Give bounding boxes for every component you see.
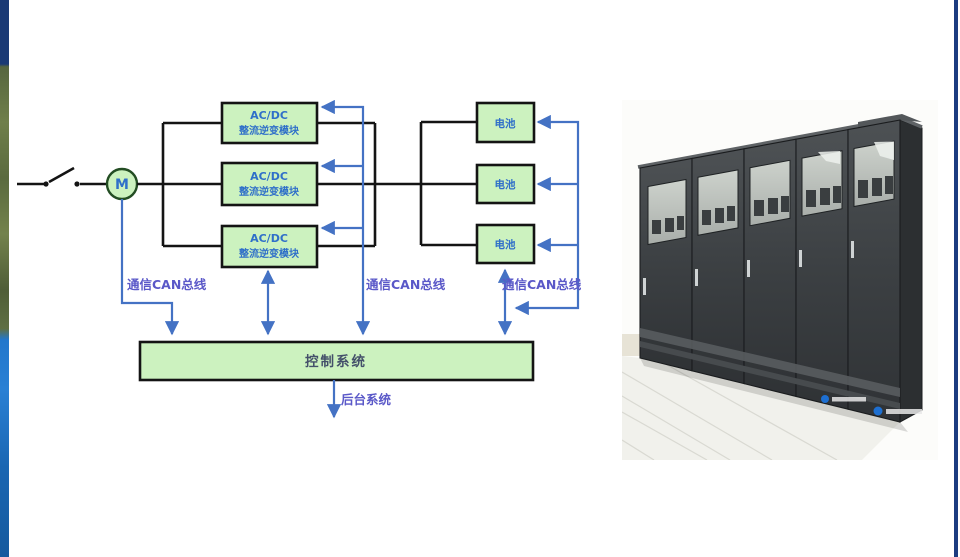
motor-label: M: [115, 177, 129, 193]
can-bus-lines: [120, 99, 580, 336]
battery-3: 电池: [475, 223, 536, 265]
wall-baseboard: [622, 334, 640, 356]
acdc-module-1-line2: 整流逆变模块: [238, 124, 300, 137]
battery-2-label: 电池: [495, 178, 516, 191]
right-decorative-strip: [954, 0, 958, 557]
battery-1-label: 电池: [495, 117, 516, 130]
acdc-module-1: AC/DC 整流逆变模块: [220, 101, 319, 145]
left-decorative-strip: [0, 0, 9, 557]
window-internals: [652, 176, 893, 234]
cabinet-scene: [622, 100, 938, 460]
acdc-module-3: AC/DC 整流逆变模块: [220, 224, 319, 269]
cabinet-side-panel: [899, 119, 923, 423]
can-bus-label-1: 通信CAN总线: [127, 277, 207, 292]
control-system-label: 控制系统: [305, 353, 367, 370]
acdc-module-1-line1: AC/DC: [250, 109, 288, 122]
cabinet-2-window: [697, 169, 739, 236]
cabinet-shadow: [640, 358, 908, 432]
motor-symbol: M: [105, 167, 139, 201]
brand-logos: [821, 395, 922, 416]
equipment-photo: [622, 100, 938, 460]
cabinet-1-window: [647, 178, 687, 246]
battery-1: 电池: [475, 101, 536, 144]
ac-input-switch: [17, 166, 107, 187]
can-bus-label-2: 通信CAN总线: [366, 277, 446, 292]
can-bus-label-3: 通信CAN总线: [502, 277, 582, 292]
acdc-module-2-line2: 整流逆变模块: [238, 185, 300, 198]
backend-system-link: 后台系统: [326, 380, 392, 419]
acdc-module-2: AC/DC 整流逆变模块: [220, 161, 319, 207]
battery-2: 电池: [475, 163, 536, 205]
battery-3-label: 电池: [495, 238, 516, 251]
acdc-module-2-line1: AC/DC: [250, 170, 288, 183]
bottom-vents: [640, 328, 900, 409]
backend-system-label: 后台系统: [341, 392, 392, 407]
logo-dot-2: [873, 406, 883, 416]
tiled-floor: [622, 356, 900, 460]
acdc-module-3-line1: AC/DC: [250, 232, 288, 245]
door-handles: [643, 241, 854, 295]
logo-dot-1: [821, 395, 829, 403]
control-system-box: 控制系统: [138, 340, 535, 382]
acdc-module-3-line2: 整流逆变模块: [238, 247, 300, 260]
window-reflections: [818, 141, 894, 164]
